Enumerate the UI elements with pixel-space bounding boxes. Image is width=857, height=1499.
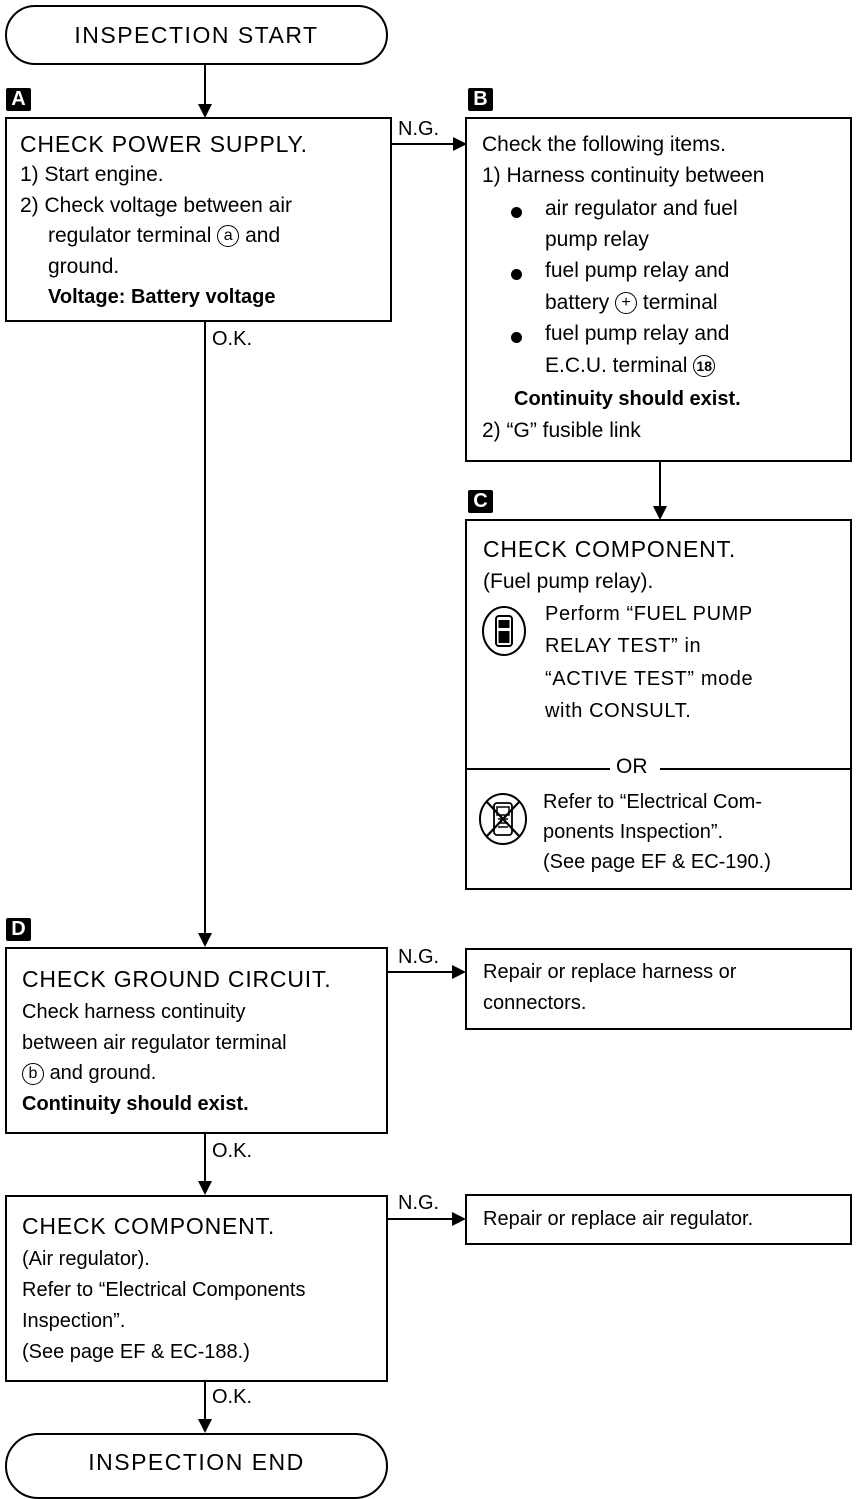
box-a-step2-line2-end: and xyxy=(245,224,281,247)
box-c-manual-line3: (See page EF & EC-190.) xyxy=(543,851,771,873)
box-c-or: OR xyxy=(616,755,648,778)
arrow-a-to-d xyxy=(198,933,212,947)
arrow-start-to-a xyxy=(198,104,212,118)
box-e-ng-line1: Repair or replace air regulator. xyxy=(483,1208,754,1230)
edge-label-a-ng: N.G. xyxy=(398,118,440,140)
box-c-manual-line2: ponents Inspection”. xyxy=(543,821,724,843)
arrow-e-to-repair xyxy=(452,1212,466,1226)
box-c-manual-line1: Refer to “Electrical Com- xyxy=(543,791,762,813)
box-b-bullet2-line2-end: terminal xyxy=(642,291,718,314)
box-a-title: CHECK POWER SUPPLY. xyxy=(20,131,308,157)
connector-e-to-repair xyxy=(388,1218,453,1220)
edge-label-a-ok: O.K. xyxy=(212,328,253,350)
connector-a-to-b xyxy=(392,143,454,145)
box-a-step2-line2: regulator terminal a and xyxy=(48,224,280,248)
box-b-bullet1-line1: air regulator and fuel xyxy=(545,197,738,220)
box-d-title: CHECK GROUND CIRCUIT. xyxy=(22,966,332,992)
box-c-title: CHECK COMPONENT. xyxy=(483,536,737,562)
connector-start-to-a xyxy=(204,65,206,105)
box-b-bullet2-line2-text: battery xyxy=(545,291,610,314)
box-b-bullet2-line2: battery + terminal xyxy=(545,291,718,315)
tag-a: A xyxy=(6,88,31,111)
arrow-a-to-b xyxy=(453,137,467,151)
tag-b: B xyxy=(468,88,493,111)
or-divider-right xyxy=(660,768,850,770)
connector-d-to-e xyxy=(204,1134,206,1182)
arrow-d-to-e xyxy=(198,1181,212,1195)
box-d-ng-line1: Repair or replace harness or xyxy=(483,961,737,983)
box-d-line1: Check harness continuity xyxy=(22,1001,246,1023)
plus-terminal-icon: + xyxy=(615,292,638,315)
terminal-a-symbol: a xyxy=(217,225,240,248)
box-check-following-items: Check the following items. 1) Harness co… xyxy=(465,117,852,462)
connector-a-to-d xyxy=(204,322,206,934)
box-check-power-supply: CHECK POWER SUPPLY. 1) Start engine. 2) … xyxy=(5,117,392,322)
box-b-item2: 2) “G” fusible link xyxy=(482,419,641,442)
box-c-consult-line1: Perform “FUEL PUMP xyxy=(545,603,753,625)
box-a-step2-line2-text: regulator terminal xyxy=(48,224,212,247)
edge-label-d-ok: O.K. xyxy=(212,1140,253,1162)
box-b-bullet3-line1: fuel pump relay and xyxy=(545,322,730,345)
edge-label-d-ng: N.G. xyxy=(398,946,440,968)
box-a-spec: Voltage: Battery voltage xyxy=(48,286,276,308)
box-c-consult-line4: with CONSULT. xyxy=(545,700,692,722)
box-b-bullet1-line2: pump relay xyxy=(545,228,649,251)
no-consult-icon xyxy=(479,793,527,845)
box-a-step2-line3: ground. xyxy=(48,255,120,278)
box-a-step2-line1: 2) Check voltage between air xyxy=(20,194,292,217)
box-c-sub: (Fuel pump relay). xyxy=(483,570,654,593)
box-check-ground-circuit: CHECK GROUND CIRCUIT. Check harness cont… xyxy=(5,947,388,1134)
arrow-e-to-end xyxy=(198,1419,212,1433)
arrow-d-to-repair xyxy=(452,965,466,979)
box-d-ng-line2: connectors. xyxy=(483,992,587,1014)
edge-label-e-ng: N.G. xyxy=(398,1192,440,1214)
box-b-spec: Continuity should exist. xyxy=(514,388,741,410)
box-e-line2: Inspection”. xyxy=(22,1310,126,1332)
box-b-intro: Check the following items. xyxy=(482,133,726,156)
connector-b-to-c xyxy=(659,462,661,507)
tag-c: C xyxy=(468,490,493,513)
box-d-line3: b and ground. xyxy=(22,1062,156,1085)
terminal-18-symbol: 18 xyxy=(693,355,716,378)
tag-d: D xyxy=(6,918,31,941)
box-a-step1: 1) Start engine. xyxy=(20,163,164,186)
or-divider-left xyxy=(467,768,610,770)
arrow-b-to-c xyxy=(653,506,667,520)
inspection-start-label: INSPECTION START xyxy=(74,21,319,48)
bullet-1 xyxy=(511,207,522,218)
box-d-line3-text: and ground. xyxy=(49,1062,157,1084)
box-check-component-air-regulator: CHECK COMPONENT. (Air regulator). Refer … xyxy=(5,1195,388,1382)
edge-label-e-ok: O.K. xyxy=(212,1386,253,1408)
box-e-title: CHECK COMPONENT. xyxy=(22,1213,276,1239)
inspection-end-node: INSPECTION END xyxy=(5,1433,388,1499)
box-e-line3: (See page EF & EC-188.) xyxy=(22,1341,250,1363)
bullet-2 xyxy=(511,269,522,280)
box-d-spec: Continuity should exist. xyxy=(22,1093,249,1115)
box-b-bullet3-line2: E.C.U. terminal 18 xyxy=(545,354,716,378)
box-b-item1: 1) Harness continuity between xyxy=(482,164,765,187)
bullet-3 xyxy=(511,332,522,343)
box-repair-harness: Repair or replace harness or connectors. xyxy=(465,948,852,1030)
box-e-sub: (Air regulator). xyxy=(22,1248,150,1270)
box-b-bullet3-line2-text: E.C.U. terminal xyxy=(545,354,688,377)
box-check-component-fuel-pump-relay: CHECK COMPONENT. (Fuel pump relay). Perf… xyxy=(465,519,852,890)
inspection-end-label: INSPECTION END xyxy=(88,1448,305,1475)
connector-e-to-end xyxy=(204,1382,206,1420)
box-c-consult-line3: “ACTIVE TEST” mode xyxy=(545,668,754,690)
connector-d-to-repair xyxy=(388,971,453,973)
box-c-consult-line2: RELAY TEST” in xyxy=(545,635,702,657)
box-d-line2: between air regulator terminal xyxy=(22,1032,287,1054)
inspection-start-node: INSPECTION START xyxy=(5,5,388,65)
terminal-b-symbol: b xyxy=(22,1062,44,1085)
box-e-line1: Refer to “Electrical Components xyxy=(22,1279,306,1301)
consult-icon xyxy=(482,606,526,656)
box-repair-air-regulator: Repair or replace air regulator. xyxy=(465,1194,852,1245)
box-b-bullet2-line1: fuel pump relay and xyxy=(545,259,730,282)
